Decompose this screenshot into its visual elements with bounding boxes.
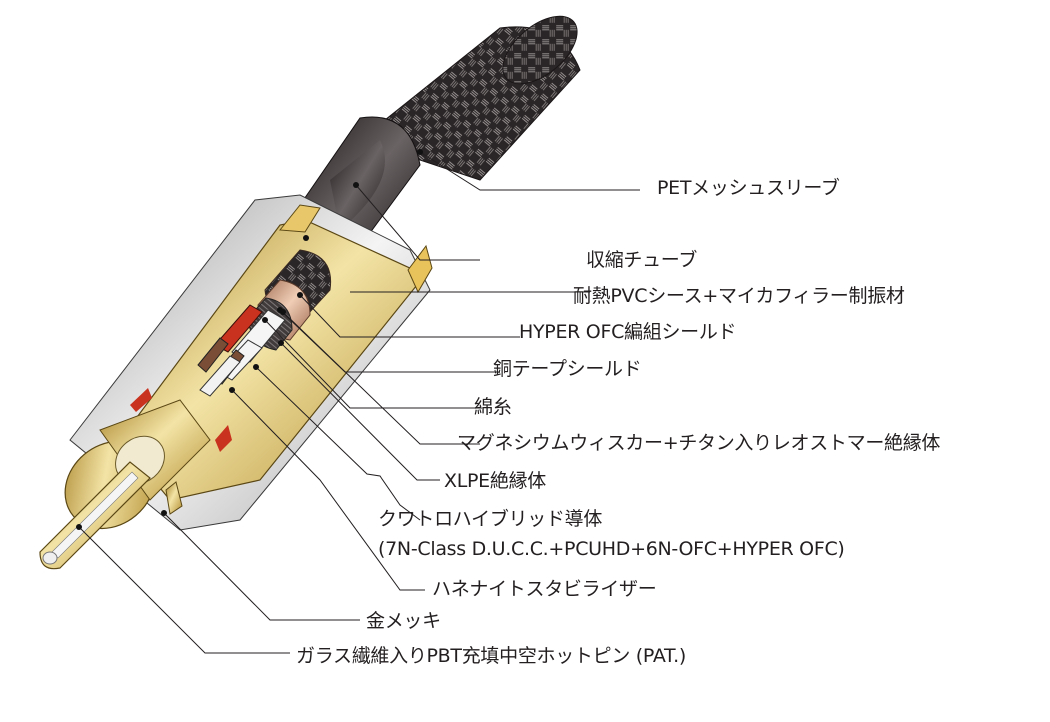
conductor-name: クワトロハイブリッド導体 xyxy=(378,508,603,530)
pet-mesh-sleeve-shape xyxy=(358,15,581,181)
leader-elastomer xyxy=(282,311,480,445)
label-cotton-thread: 綿糸 xyxy=(474,396,512,418)
label-hanenite-stabilizer: ハネナイトスタビライザー xyxy=(432,578,657,600)
label-elastomer-insulator: マグネシウムウィスカー+チタン入りレオストマー絶縁体 xyxy=(457,432,941,454)
label-hot-pin: ガラス繊維入りPBT充填中空ホットピン (PAT.) xyxy=(296,645,686,667)
leader-shrink-tube xyxy=(355,184,480,261)
leader-xlpe xyxy=(280,342,440,481)
leader-cotton-thread xyxy=(264,319,480,409)
label-pvc-sheath: 耐熱PVCシース+マイカフィラー制振材 xyxy=(573,285,905,307)
leader-conductor xyxy=(255,366,421,521)
label-gold-plating: 金メッキ xyxy=(366,610,441,632)
label-xlpe-insulator: XLPE絶縁体 xyxy=(444,470,546,492)
leader-pet-mesh-sleeve xyxy=(419,151,640,191)
label-copper-tape-shield: 銅テープシールド xyxy=(493,358,642,380)
conductor-composition: (7N-Class D.U.C.C.+PCUHD+6N-OFC+HYPER OF… xyxy=(378,538,845,560)
label-quattro-hybrid-conductor: クワトロハイブリッド導体 (7N-Class D.U.C.C.+PCUHD+6N… xyxy=(378,508,845,560)
leader-lines xyxy=(78,151,640,654)
plug-body xyxy=(39,15,581,570)
leader-gold-plating xyxy=(163,512,360,621)
label-shrink-tube: 収縮チューブ xyxy=(586,249,698,271)
leader-hanenite xyxy=(231,389,425,591)
label-pet-mesh-sleeve: PETメッシュスリーブ xyxy=(657,177,840,199)
leader-hyper-ofc-braid xyxy=(299,294,520,338)
leader-dots xyxy=(76,149,423,530)
leader-hot-pin xyxy=(78,526,290,654)
label-hyper-ofc-braid: HYPER OFC編組シールド xyxy=(519,321,737,343)
